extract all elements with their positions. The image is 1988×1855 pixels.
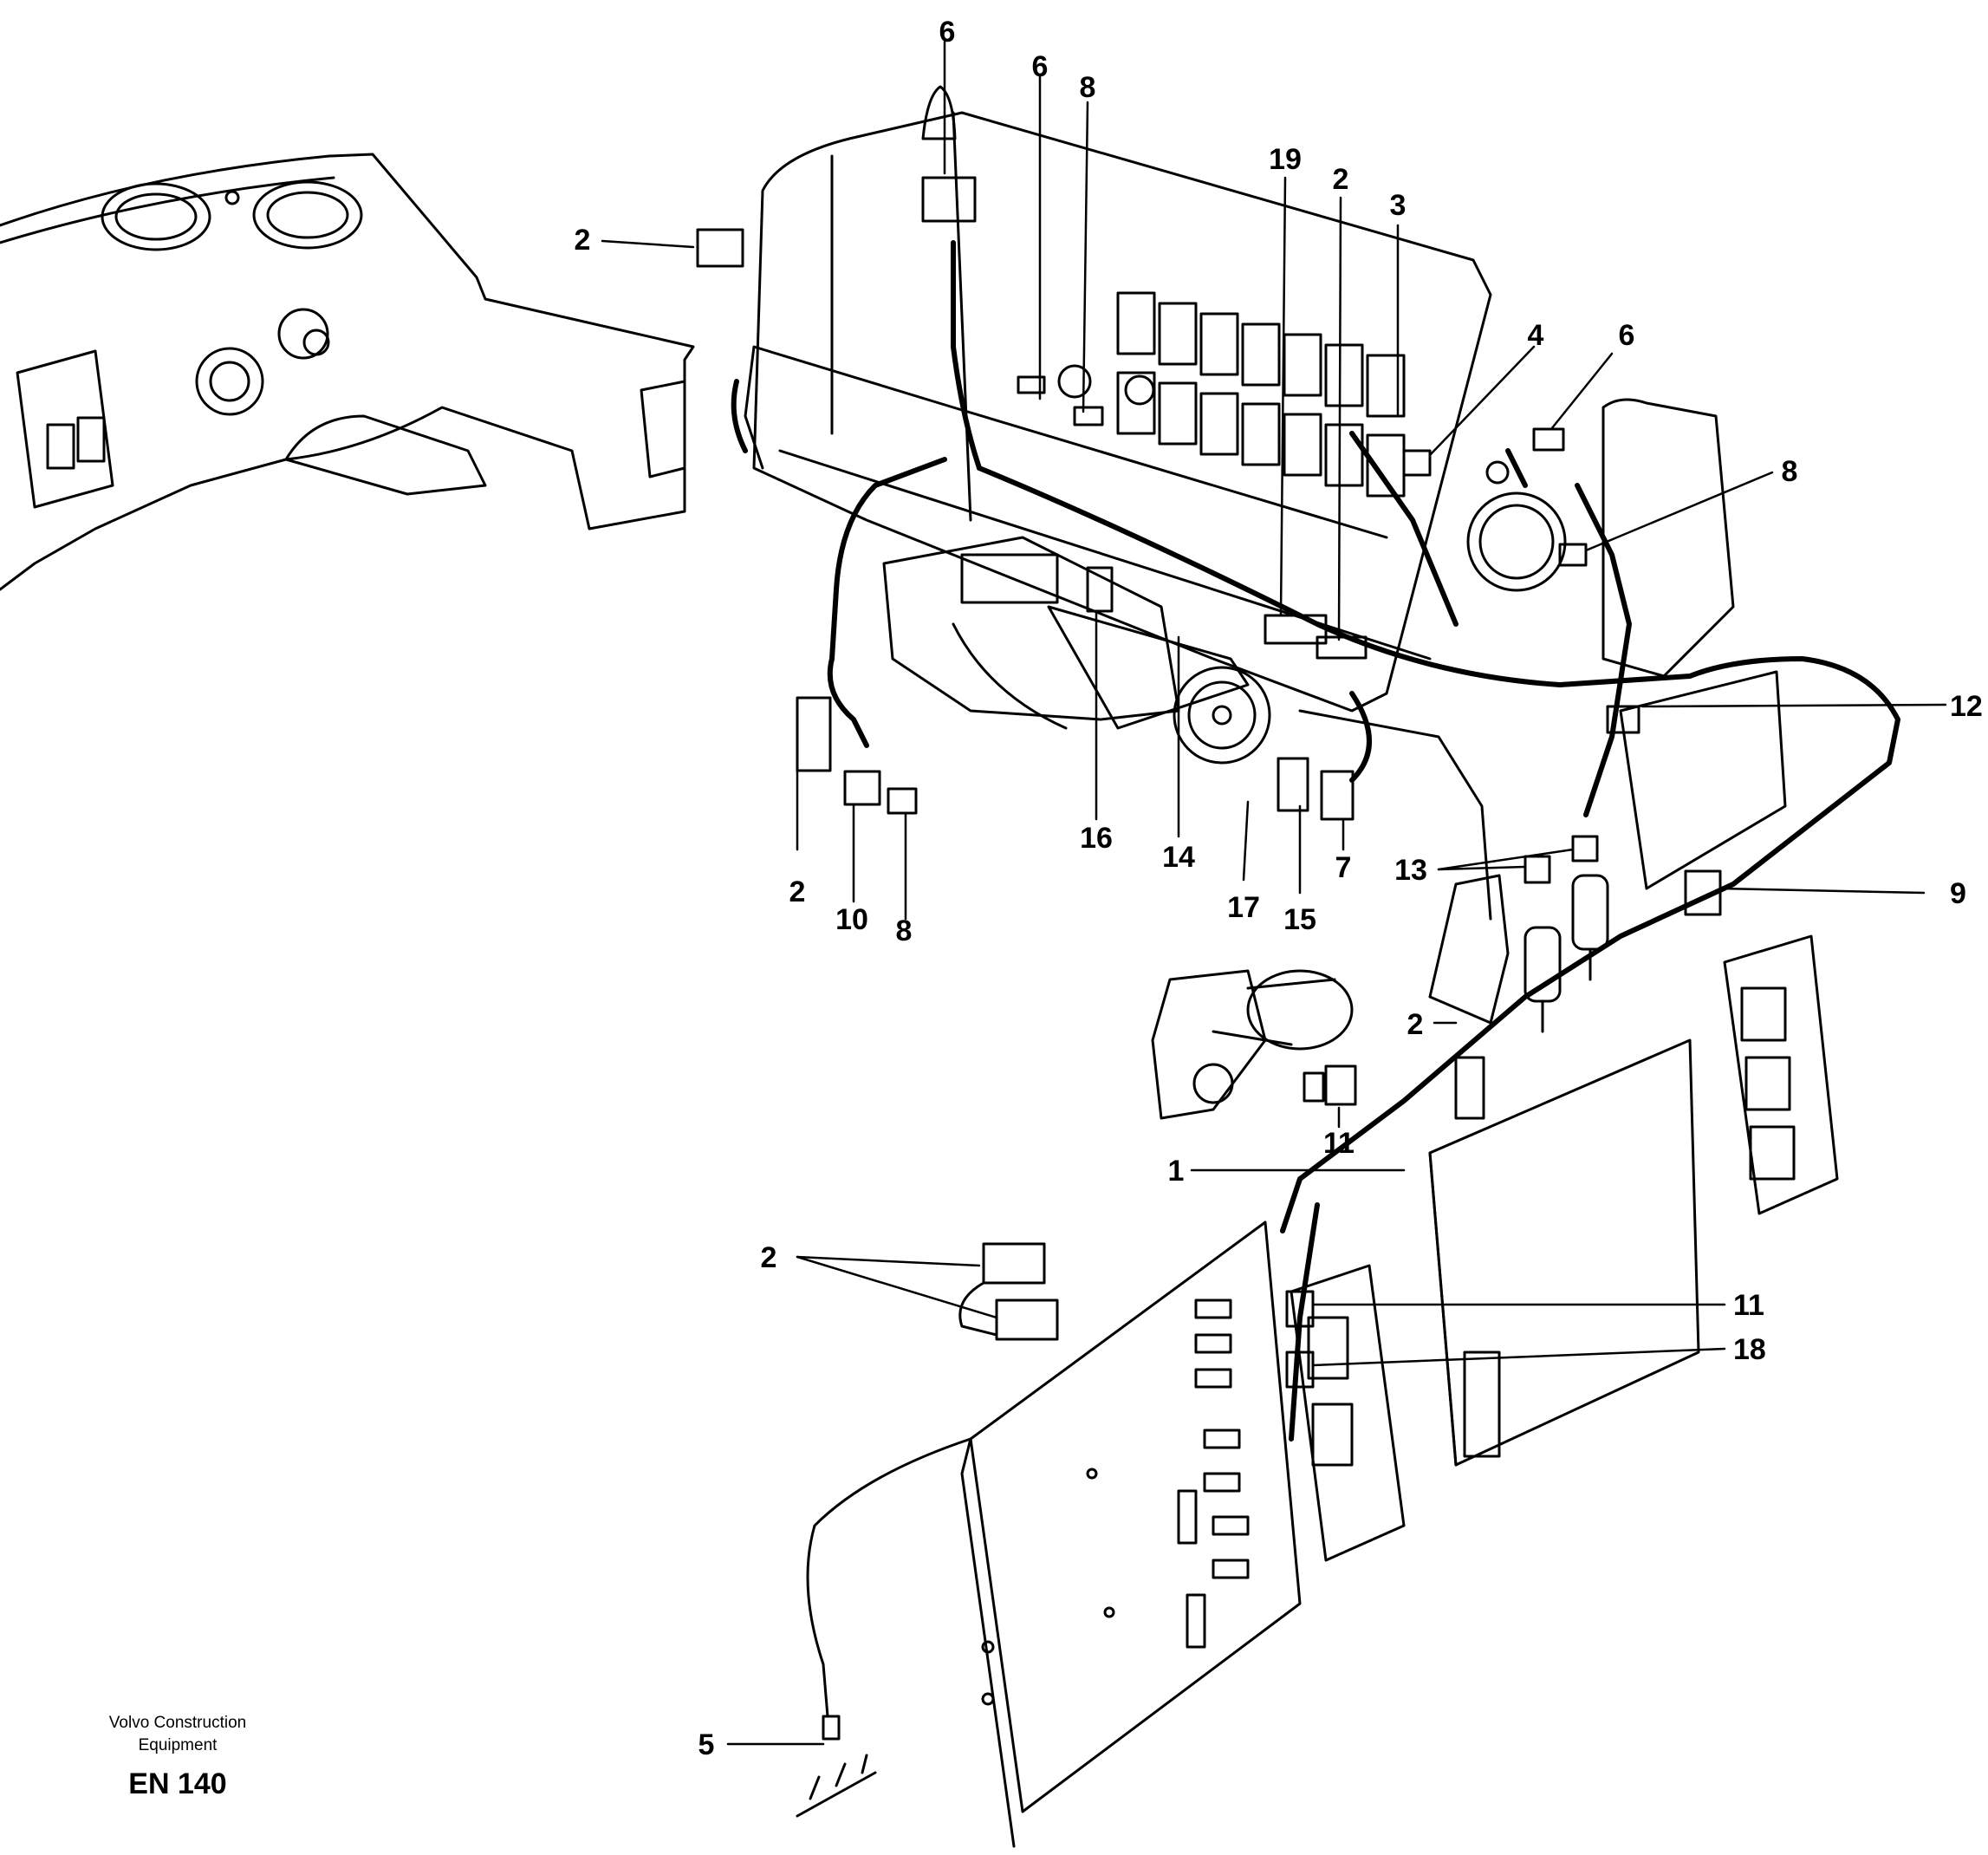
callout-18: 18: [1733, 1333, 1766, 1366]
figure-code: EN 140: [128, 1767, 227, 1800]
heater-unit: [882, 536, 1271, 765]
footer-brand: Volvo Construction Equipment EN 140: [69, 1712, 286, 1801]
gauge: [1466, 460, 1567, 592]
brand-line-2: Equipment: [138, 1736, 218, 1754]
pigtail-wire: [796, 1437, 972, 1818]
washer-pumps: [1428, 874, 1609, 1033]
callout-6: 6: [1032, 50, 1049, 83]
callout-9: 9: [1950, 877, 1966, 910]
side-panel: [1601, 398, 1735, 678]
callout-8: 8: [1080, 71, 1096, 104]
callout-2: 2: [1333, 163, 1349, 196]
callout-12: 12: [1950, 690, 1983, 723]
brand-line-1: Volvo Construction: [108, 1714, 247, 1732]
callout-8: 8: [1782, 455, 1798, 488]
wiper-motor: [1151, 969, 1354, 1120]
mounting-bracket: [1723, 934, 1839, 1215]
callout-4: 4: [1528, 319, 1544, 352]
main-console: [744, 111, 1492, 921]
ecu-box: [1428, 1038, 1700, 1467]
callout-7: 7: [1335, 851, 1352, 884]
wiring-harness: [731, 240, 1900, 1442]
callout-2: 2: [575, 224, 591, 257]
callout-19: 19: [1269, 143, 1302, 176]
callout-6: 6: [1619, 319, 1635, 352]
callout-2: 2: [789, 875, 806, 908]
callout-11: 11: [1323, 1127, 1355, 1160]
callout-16: 16: [1080, 822, 1113, 855]
callout-3: 3: [1390, 189, 1407, 222]
dashboard-panel: [0, 153, 695, 591]
switch-bank: [1057, 291, 1406, 498]
mounting-plate: [1619, 670, 1787, 890]
callout-11: 11: [1733, 1289, 1764, 1322]
callout-17: 17: [1227, 891, 1260, 924]
leader-lines: [601, 40, 1947, 1746]
mounting-bracket: [1290, 1264, 1406, 1562]
callout-13: 13: [1394, 854, 1427, 887]
callout-labels: 6 6 8 19 2 3 4 6 8 2 12 9 16 14 7 13 15 …: [575, 16, 1983, 1761]
callout-8: 8: [896, 914, 913, 947]
callout-15: 15: [1283, 903, 1316, 936]
callout-2: 2: [1407, 1008, 1424, 1041]
connectors: [696, 85, 1722, 1389]
callout-1: 1: [1168, 1155, 1185, 1188]
callout-6: 5: [698, 1728, 715, 1761]
callout-14: 14: [1162, 841, 1195, 874]
callout-5: 6: [939, 16, 956, 49]
circuit-board: [960, 1220, 1302, 1848]
callout-2: 2: [761, 1241, 777, 1274]
callout-10: 10: [835, 903, 868, 936]
